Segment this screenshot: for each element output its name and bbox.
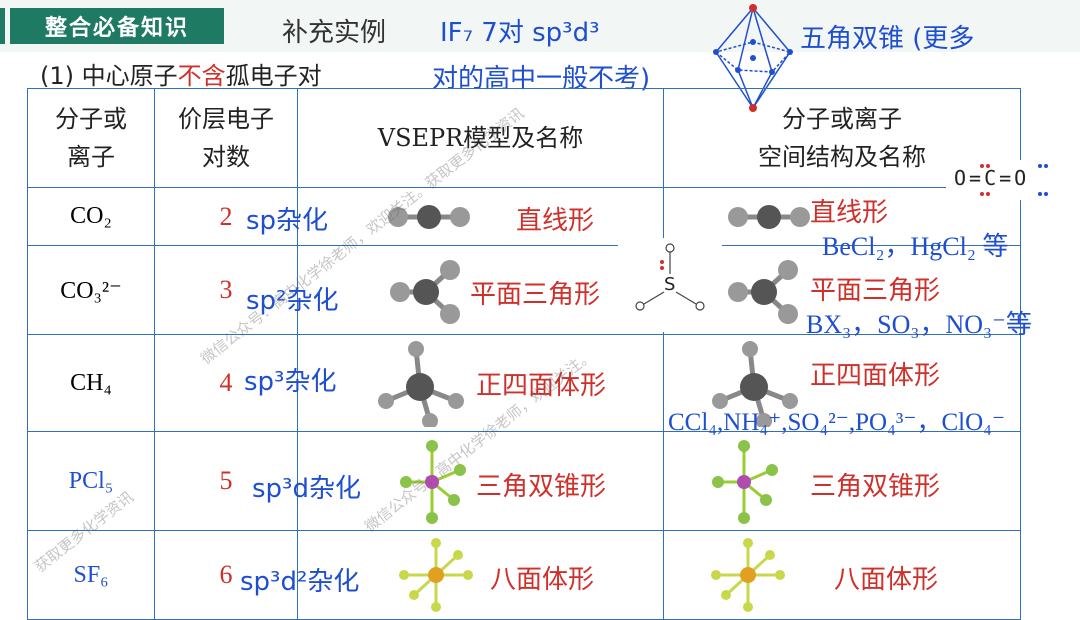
vsepr-cell-ch4: sp³杂化 正四面体形 [244, 334, 664, 432]
subtitle: (1) 中心原子不含孤电子对 [40, 56, 322, 91]
trigonal-bipyramid-shape-icon [712, 440, 778, 524]
subtitle-emphasis: 不含 [177, 62, 226, 90]
molecule-co2: CO₂ [27, 187, 155, 246]
hyb-sf6: sp³d²杂化 [240, 567, 360, 597]
linear-model-icon [388, 205, 470, 229]
molecule-sf6: SF₆ [27, 530, 155, 620]
shape-name-pcl5: 三角双锥形 [810, 472, 941, 502]
vsepr-cell-pcl5: sp³d杂化 三角双锥形 [252, 431, 664, 531]
shape-cell-sf6: 八面体形 [663, 530, 1021, 620]
lewis-so3-center: S [664, 274, 676, 295]
shape-cell-pcl5: 三角双锥形 [663, 431, 1021, 531]
shape-name-co2: 直线形 [810, 198, 889, 228]
table-row: SF₆ 6 sp³d²杂化 八面体形 [27, 530, 1021, 620]
vsepr-name-sf6: 八面体形 [490, 565, 595, 595]
shape-name-sf6: 八面体形 [834, 565, 939, 595]
vsepr-cell-co3: sp²杂化 平面三角形 [246, 245, 664, 335]
vsepr-name-pcl5: 三角双锥形 [476, 472, 607, 502]
pairs-sf6: 6 [154, 530, 298, 620]
hyb-ch4: sp³杂化 [244, 367, 337, 397]
table-row: PCl₅ 5 sp³d杂化 三角双锥形 [27, 431, 1021, 531]
lewis-so3-box: S [618, 238, 722, 332]
lewis-co2-box: O=C=O [946, 160, 1078, 200]
vsepr-name-co2: 直线形 [516, 206, 595, 236]
table-row: CO₃²⁻ 3 sp²杂化 平面三角形 平面三角形 [27, 245, 1021, 335]
trigonal-shape-icon [728, 260, 798, 324]
section-badge: 整合必备知识 [10, 8, 224, 44]
vsepr-cell-co2: sp杂化 直线形 [246, 187, 664, 246]
supplement-label: 补充实例 [282, 18, 387, 48]
trigonal-bipyramid-model-icon [400, 440, 466, 524]
vsepr-name-ch4: 正四面体形 [476, 371, 607, 401]
header-vsepr: VSEPR模型及名称 [297, 88, 664, 188]
example-trigonal: BX₃，SO₃，NO₃⁻等 [806, 310, 1032, 339]
lewis-co2-formula: O=C=O [954, 166, 1030, 190]
molecule-ch4: CH₄ [27, 334, 155, 432]
badge-accent-bar [0, 8, 5, 44]
header-molecule: 分子或 离子 [27, 88, 155, 188]
vsepr-name-co3: 平面三角形 [470, 280, 601, 310]
hyb-pcl5: sp³d杂化 [252, 474, 361, 504]
shape-name-co3: 平面三角形 [810, 276, 941, 306]
example-linear: BeCl₂，HgCl₂ 等 [822, 232, 1009, 261]
shape-name-ch4: 正四面体形 [810, 361, 941, 391]
if7-note: IF₇ 7对 sp³d³ [440, 18, 600, 48]
table-header-row: 分子或 离子 价层电子 对数 VSEPR模型及名称 分子或离子 空间结构及名称 [27, 88, 1021, 188]
molecule-co3: CO₃²⁻ [27, 245, 155, 335]
trigonal-model-icon [390, 260, 460, 324]
example-tetrahedral: CCl₄,NH₄⁺,SO₄²⁻,PO₄³⁻，ClO₄⁻ [668, 409, 1006, 436]
tetrahedral-shape-icon [712, 341, 798, 427]
lone-pair-dots-icon [980, 164, 1048, 196]
subtitle-suffix: 孤电子对 [225, 62, 322, 90]
linear-shape-icon [728, 205, 810, 229]
table-row: CO₂ 2 sp杂化 直线形 直线形 [27, 187, 1021, 246]
pairs-ch4: 4 [154, 334, 298, 432]
pairs-co3: 3 [154, 245, 298, 335]
subtitle-prefix: (1) 中心原子 [40, 62, 178, 90]
octahedral-shape-icon [711, 538, 785, 612]
table-row: CH₄ 4 sp³杂化 正四面体形 正四面体形 [27, 334, 1021, 432]
header-pairs: 价层电子 对数 [154, 88, 298, 188]
vsepr-cell-sf6: sp³d²杂化 八面体形 [240, 530, 664, 620]
so3-bonds-icon [635, 243, 705, 311]
molecule-pcl5: PCl₅ [27, 431, 155, 531]
octahedral-model-icon [399, 538, 473, 612]
hyb-co2: sp杂化 [246, 206, 329, 236]
vsepr-table: 分子或 离子 价层电子 对数 VSEPR模型及名称 分子或离子 空间结构及名称 … [27, 88, 1021, 620]
hyb-co3: sp²杂化 [246, 286, 339, 316]
tetrahedral-model-icon [378, 341, 464, 427]
pentagonal-note: 五角双锥 (更多 [800, 24, 975, 54]
